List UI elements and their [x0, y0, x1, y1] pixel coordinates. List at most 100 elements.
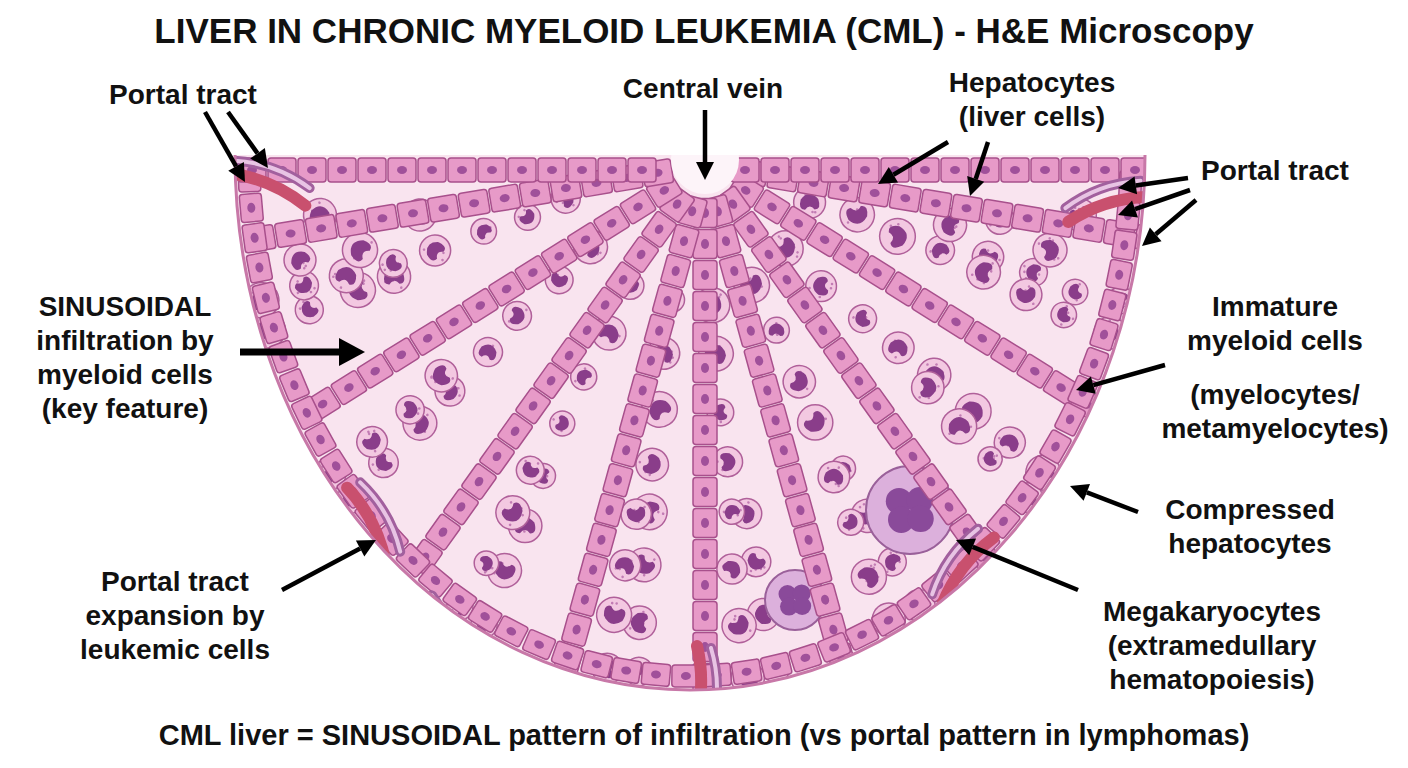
callout-label: Compressed hepatocytes: [1145, 493, 1355, 561]
arrow-head: [356, 540, 376, 556]
granule: [417, 412, 420, 415]
granule: [719, 293, 722, 296]
granule: [747, 687, 751, 691]
granule: [935, 363, 938, 366]
hepatocyte-body: [239, 193, 263, 223]
cell-membrane: [714, 494, 749, 529]
hepatocyte-nucleus: [596, 534, 606, 546]
hepatocyte: [336, 209, 369, 237]
hepatocyte-body: [1061, 158, 1089, 182]
granule: [998, 258, 1001, 261]
hepatocyte: [239, 193, 263, 223]
hepatocyte-nucleus: [701, 425, 709, 435]
granule: [1048, 237, 1051, 240]
granule: [621, 575, 624, 578]
lobule-ground: [235, 155, 1145, 690]
granule: [926, 363, 929, 366]
cell-membrane: [1048, 299, 1079, 330]
granule: [523, 208, 527, 212]
granule: [484, 571, 487, 574]
hepatocyte: [519, 179, 552, 207]
hepatocyte-nucleus: [737, 295, 747, 307]
hepatocyte-nucleus: [741, 667, 752, 676]
portal-vessel: [693, 646, 701, 730]
hepatocyte-body: [519, 179, 552, 207]
lobule-outline: [235, 155, 1145, 690]
myeloid-cell: [763, 317, 790, 344]
bile-duct: [432, 593, 465, 670]
hepatocyte-nucleus: [491, 450, 503, 463]
kidney-nucleus: [1016, 287, 1037, 304]
granule: [638, 460, 641, 463]
granule: [318, 201, 321, 204]
kidney-nucleus: [360, 431, 384, 454]
granule: [748, 629, 752, 633]
hepatocyte-body: [1106, 259, 1133, 291]
hepatocyte-body: [242, 222, 268, 253]
kidney-nucleus: [887, 337, 910, 357]
hepatocyte-body: [1091, 158, 1119, 182]
hepatocyte-nucleus: [671, 265, 681, 277]
kidney-nucleus: [1066, 283, 1083, 302]
cell-membrane: [833, 504, 869, 540]
kidney-nucleus: [1055, 306, 1071, 324]
granule: [1071, 317, 1074, 320]
bile-duct-lumen: [432, 593, 465, 670]
granule: [611, 602, 614, 605]
hepatocyte-nucleus: [562, 650, 574, 661]
hepatocyte: [693, 478, 717, 507]
hepatocyte-nucleus: [579, 234, 592, 246]
hepatocyte-nucleus: [421, 332, 434, 344]
hepatocyte: [652, 284, 683, 318]
hepatocyte-nucleus: [315, 433, 327, 446]
hepatocyte-nucleus: [581, 324, 593, 337]
hepatocyte: [1001, 158, 1029, 182]
kidney-nucleus: [845, 205, 869, 226]
leader-line: [893, 142, 948, 175]
cell-membrane: [816, 459, 852, 495]
granule: [747, 501, 750, 504]
hepatocyte-nucleus: [1033, 466, 1045, 479]
hepatocyte-nucleus: [908, 598, 921, 610]
myeloid-cell: [845, 301, 881, 337]
hepatocyte-body: [358, 158, 386, 182]
hepatocyte: [727, 284, 758, 318]
granule: [869, 564, 873, 568]
hepatocyte-nucleus: [701, 611, 709, 621]
hepatocyte-nucleus: [835, 349, 847, 362]
hepatocyte: [744, 344, 775, 378]
hepatocyte-nucleus: [770, 661, 782, 671]
granule: [814, 211, 817, 214]
hepatocyte-nucleus: [307, 166, 317, 174]
leader-line: [1087, 492, 1138, 512]
granule: [846, 221, 849, 224]
myeloid-cell: [546, 407, 579, 440]
hepatocyte-nucleus: [316, 398, 329, 410]
hepatocyte-nucleus: [1099, 329, 1110, 341]
hepatocyte-nucleus: [654, 325, 664, 337]
granule: [897, 223, 900, 226]
hepatocyte-nucleus: [662, 295, 672, 307]
hepatocyte-nucleus: [853, 374, 865, 387]
granule: [1060, 323, 1063, 326]
myeloid-cell: [975, 444, 1006, 475]
hepatocyte-nucleus: [1114, 269, 1124, 280]
granule: [779, 236, 783, 240]
hepatocyte: [735, 314, 766, 348]
portal-tract: [226, 154, 313, 205]
hepatocyte: [719, 254, 750, 288]
hepatocyte-nucleus: [255, 262, 265, 273]
granule: [818, 296, 821, 299]
granule: [400, 286, 403, 289]
kidney-nucleus: [293, 275, 315, 297]
myeloid-cell: [911, 371, 945, 405]
hepatocyte-body: [246, 252, 273, 284]
granule: [298, 307, 302, 311]
hepatocyte-body: [693, 540, 717, 569]
granule: [383, 268, 387, 272]
hepatocyte: [627, 373, 658, 407]
hepatocyte: [810, 583, 841, 617]
hepatocyte: [641, 662, 671, 686]
hepatocyte-body: [1111, 230, 1137, 261]
hepatocyte-nucleus: [830, 166, 840, 174]
